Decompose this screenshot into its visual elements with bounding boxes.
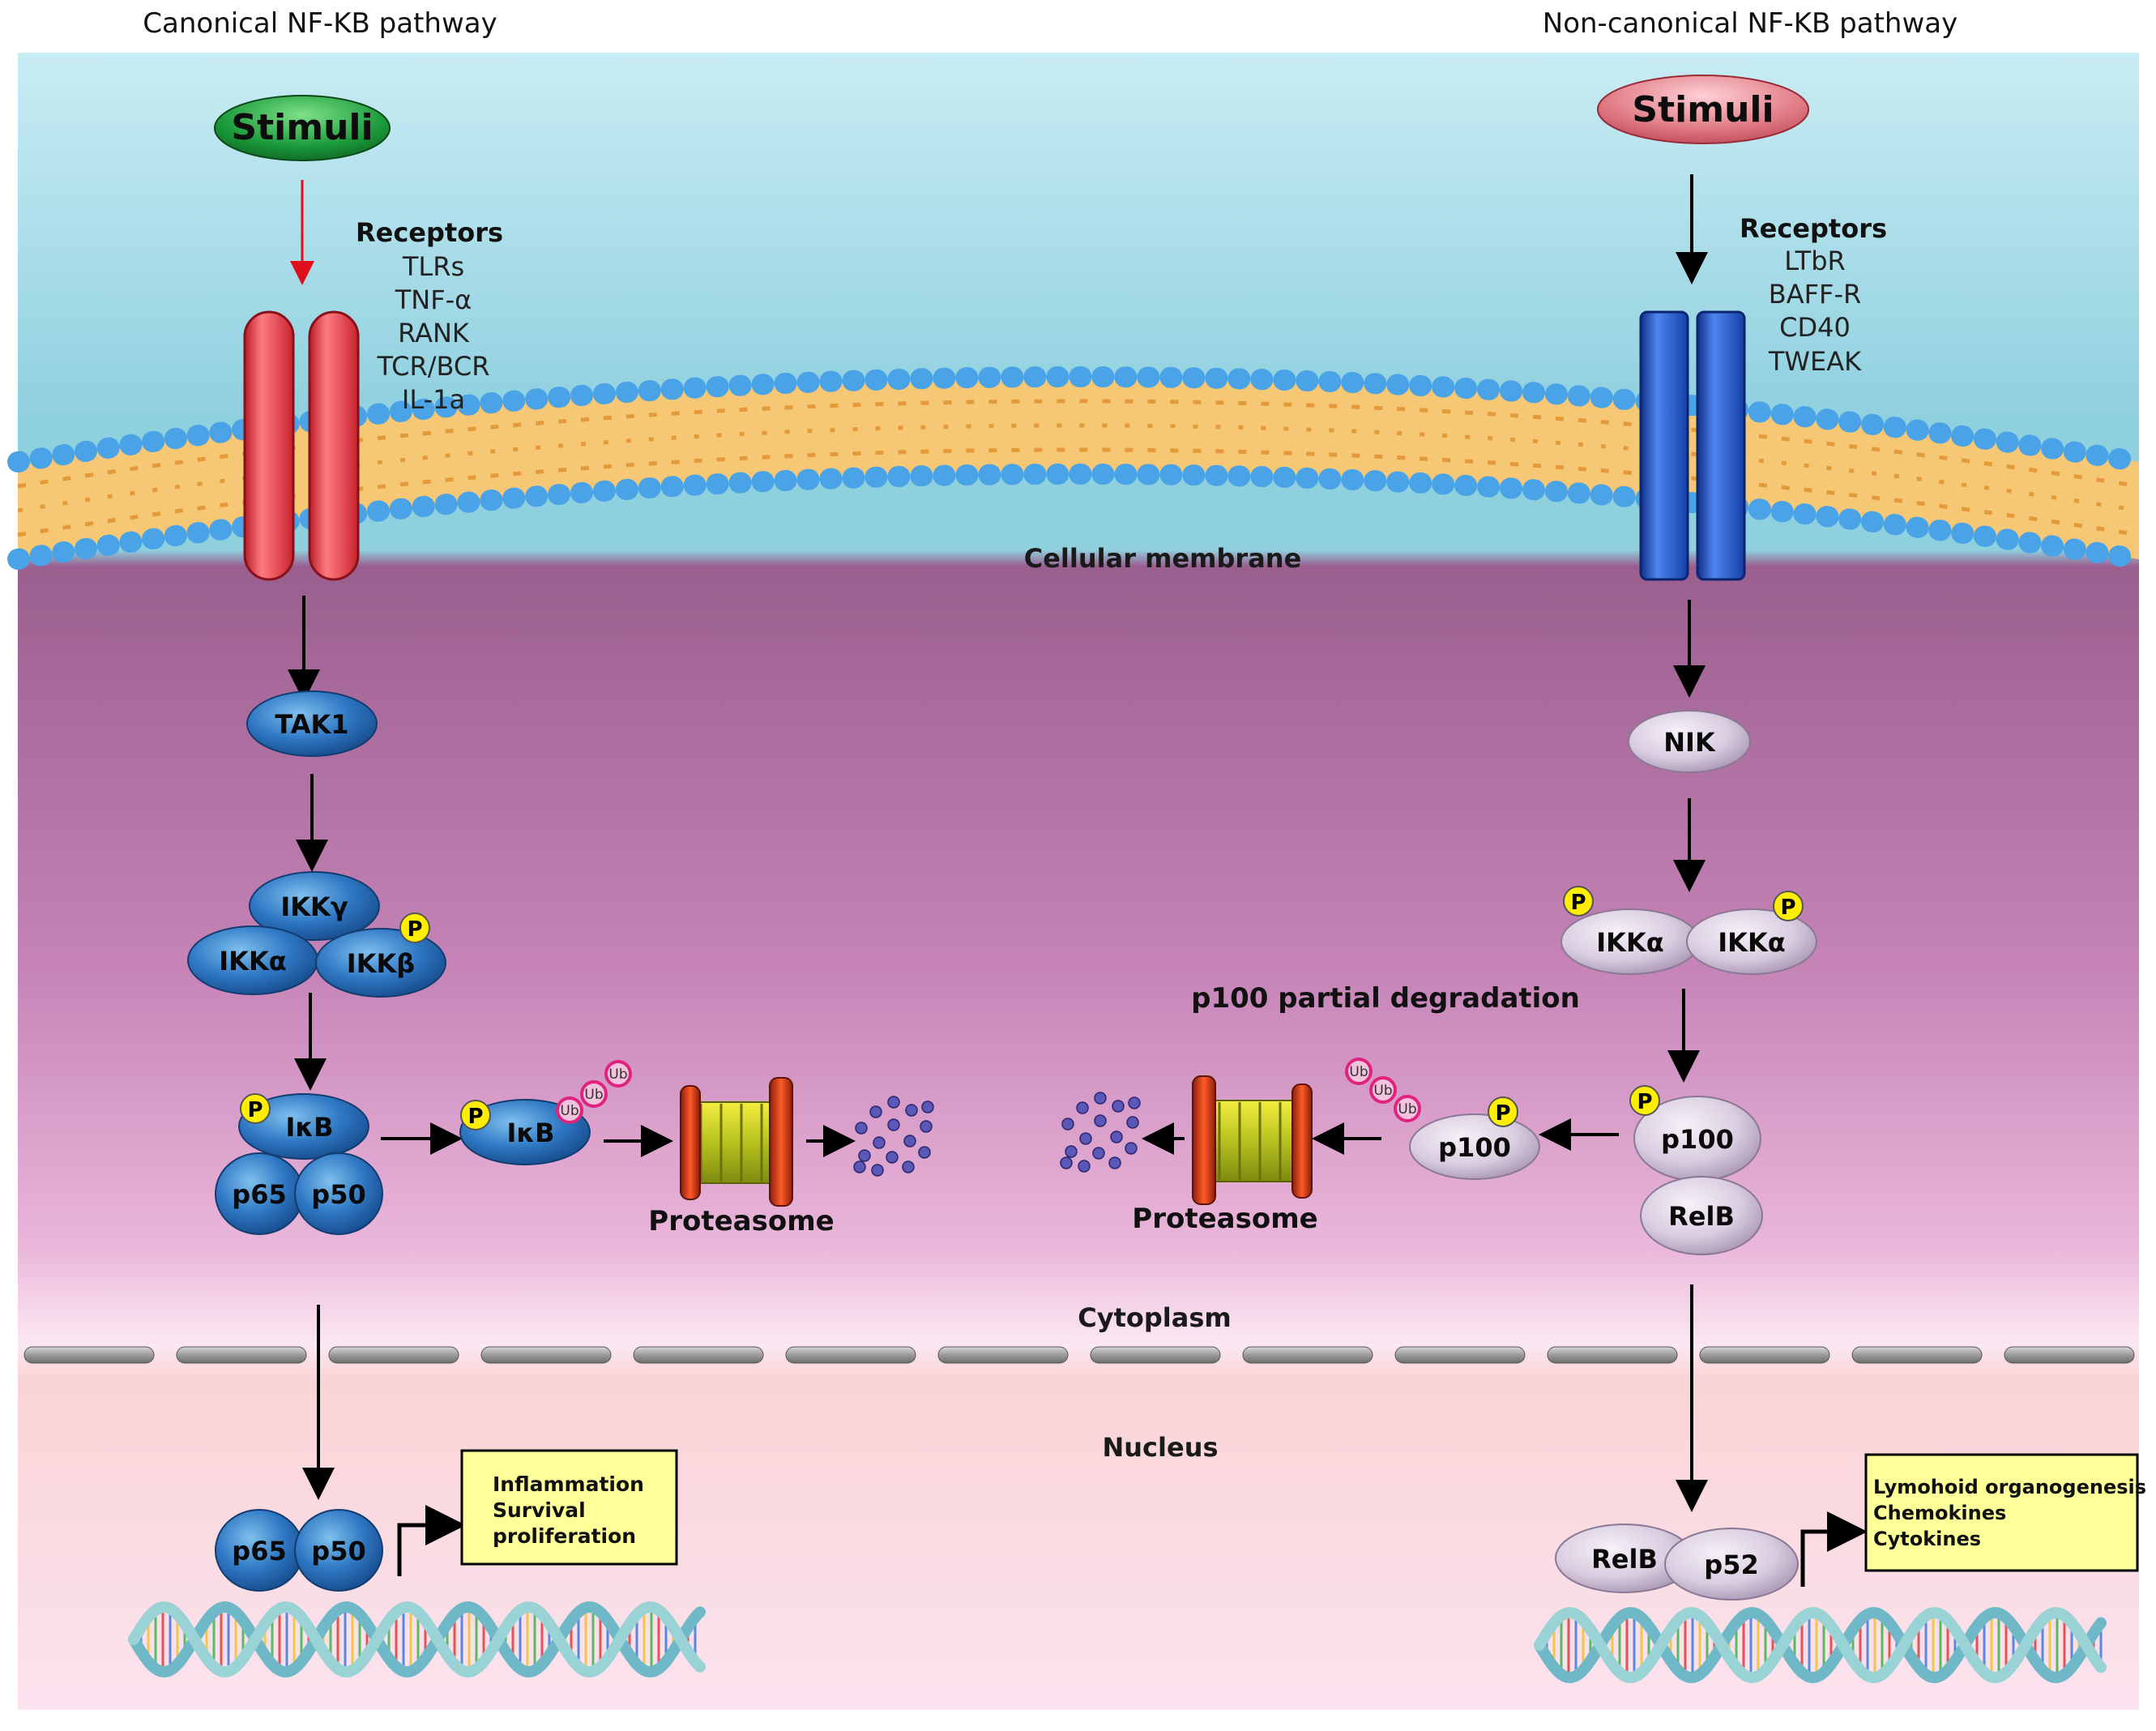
ubiquitinated-ikb: IκB P Ub Ub Ub [459,1060,632,1165]
svg-text:P: P [1637,1090,1652,1114]
nuclear-relb-p52: RelB p52 [1555,1524,1799,1601]
svg-text:Lymohoid organogenesis: Lymohoid organogenesis [1873,1476,2146,1498]
ikb-p65-p50-complex: IκB P p65 p50 [215,1093,383,1235]
svg-text:P: P [467,1105,483,1129]
ubiquitinated-p100: p100 P Ub Ub Ub [1345,1058,1540,1180]
noncanonical-transcription-arrow [1800,1511,1868,1587]
p100-partial-degradation-label: p100 partial degradation [1191,982,1580,1015]
svg-text:IL-1a: IL-1a [402,384,465,415]
tak1-protein: TAK1 [246,690,378,757]
svg-text:RelB: RelB [1668,1201,1735,1232]
svg-text:p100: p100 [1438,1132,1511,1163]
svg-text:Ub: Ub [560,1103,578,1119]
svg-text:IκB: IκB [285,1112,333,1143]
canonical-outcome-box: Inflammation Survival proliferation [460,1449,678,1566]
svg-text:proliferation: proliferation [493,1524,636,1548]
svg-text:RANK: RANK [398,318,470,348]
svg-text:P: P [247,1098,263,1122]
svg-text:TAK1: TAK1 [275,709,348,740]
svg-text:RelB: RelB [1591,1544,1658,1575]
ikk-complex-canonical: IKKγ IKKα IKKβ P [187,871,446,998]
canonical-receptor [243,310,360,581]
canonical-peptide-fragments [853,1096,934,1177]
nucleus-label: Nucleus [1102,1432,1218,1463]
noncanonical-outcome-box: Lymohoid organogenesis Chemokines Cytoki… [1864,1453,2146,1572]
svg-text:p52: p52 [1704,1549,1758,1580]
noncanonical-header: Non-canonical NF-KB pathway [1543,7,1957,40]
svg-text:p65: p65 [232,1179,286,1210]
nuclear-membrane [23,1346,2135,1364]
canonical-dna [128,1601,706,1678]
svg-text:Ub: Ub [1349,1064,1368,1080]
svg-text:Ub: Ub [1373,1083,1392,1099]
p100-relb-complex: p100 P RelB [1629,1085,1763,1255]
svg-text:Ub: Ub [584,1087,603,1103]
svg-text:TLRs: TLRs [402,251,464,282]
svg-text:Receptors: Receptors [1740,213,1887,244]
svg-text:CD40: CD40 [1779,312,1851,343]
svg-text:NIK: NIK [1663,727,1716,758]
svg-text:Stimuli: Stimuli [1632,89,1774,130]
membrane-label: Cellular membrane [1024,543,1302,574]
ikk-alpha-dimer: IKKα IKKα P P [1560,886,1817,975]
canonical-header: Canonical NF-KB pathway [143,7,497,40]
svg-text:Ub: Ub [1398,1101,1416,1118]
svg-text:Chemokines: Chemokines [1873,1502,2006,1524]
background-panel [18,53,2139,1710]
svg-text:p50: p50 [311,1179,365,1210]
canonical-transcription-arrow [397,1505,466,1576]
svg-text:IKKα: IKKα [1718,927,1785,958]
svg-text:TWEAK: TWEAK [1768,346,1862,377]
svg-text:P: P [1570,891,1586,915]
noncanonical-receptors-list: Receptors LTbR BAFF-R CD40 TWEAK [1740,213,1887,377]
svg-text:P: P [407,917,422,942]
svg-text:IKKβ: IKKβ [347,948,415,979]
canonical-stimuli: Stimuli [214,95,391,161]
noncanonical-proteasome-label: Proteasome [1132,1203,1317,1235]
noncanonical-dna [1534,1607,2107,1683]
svg-text:Survival: Survival [493,1498,586,1522]
svg-text:p65: p65 [232,1536,286,1566]
svg-text:P: P [1780,895,1795,920]
svg-text:p100: p100 [1661,1124,1734,1155]
noncanonical-stimuli: Stimuli [1597,75,1809,144]
svg-text:IκB: IκB [506,1118,554,1148]
svg-text:BAFF-R: BAFF-R [1769,279,1861,310]
svg-text:Receptors: Receptors [356,217,503,248]
svg-text:IKKα: IKKα [1596,927,1663,958]
canonical-receptors-list: Receptors TLRs TNF-α RANK TCR/BCR IL-1a [356,217,503,415]
svg-text:P: P [1495,1101,1510,1126]
svg-text:Stimuli: Stimuli [231,107,373,148]
noncanonical-receptor [1639,310,1746,581]
svg-text:Cytokines: Cytokines [1873,1528,1981,1550]
nik-protein: NIK [1628,710,1751,773]
canonical-proteasome-label: Proteasome [648,1205,834,1237]
svg-text:Inflammation: Inflammation [493,1472,644,1496]
svg-text:TCR/BCR: TCR/BCR [377,351,490,382]
canonical-proteasome [680,1077,793,1207]
svg-text:IKKα: IKKα [219,946,286,977]
svg-text:Ub: Ub [608,1066,627,1083]
svg-text:TNF-α: TNF-α [395,284,472,315]
svg-text:p50: p50 [311,1536,365,1566]
noncanonical-peptide-fragments [1060,1092,1141,1173]
cytoplasm-label: Cytoplasm [1078,1302,1231,1333]
noncanonical-proteasome [1192,1075,1313,1205]
nuclear-p65-p50: p65 p50 [215,1509,383,1592]
svg-text:LTbR: LTbR [1784,246,1846,276]
svg-text:IKKγ: IKKγ [280,891,348,922]
